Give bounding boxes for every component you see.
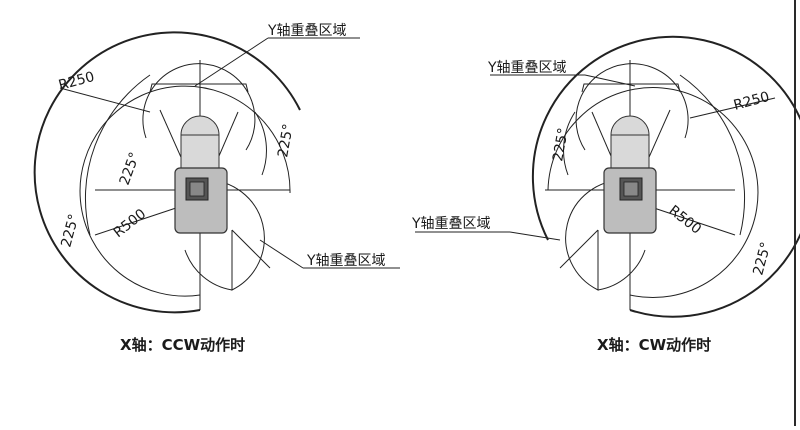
left-spiral-lower [184,249,233,291]
right-outer-arc [547,87,759,299]
left-leader-r250 [59,87,151,113]
right-diagram: Y轴重叠区域 Y轴重叠区域 R250 R500 225° 225° X轴：CW动… [411,35,800,354]
left-leader-top [194,37,269,87]
right-leader-top [584,74,636,87]
left-angle-outer: 225° [58,212,82,249]
right-spiral-lower [597,249,646,291]
right-arm-link [610,134,650,171]
left-angle-right: 225° [275,123,297,159]
right-robot-motor-core [623,181,639,197]
left-diagram: Y轴重叠区域 Y轴重叠区域 R250 R500 225° 225° 225° X… [33,23,400,354]
right-leader-left [509,231,561,241]
right-spiral-arc [565,179,626,291]
right-angle-inner: 225° [550,127,572,163]
left-radius-r250: R250 [57,69,96,94]
right-angle-outer: 225° [750,240,774,277]
left-robot-motor-core [189,181,205,197]
left-outer-boundary [33,31,301,314]
right-overlap-label-left: Y轴重叠区域 [411,216,491,232]
left-caption: X轴：CCW动作时 [120,336,245,354]
right-overlap-bracket [581,83,681,93]
left-leader-bottom [259,239,304,269]
left-radius-r500: R500 [111,206,150,241]
left-dimension-arc-outer [84,74,151,236]
right-overlap-label-top: Y轴重叠区域 [487,60,567,76]
right-radial-line-4 [559,229,599,269]
page-edge-border [794,0,796,426]
right-caption: X轴：CW动作时 [597,336,711,354]
left-overlap-bracket [149,83,249,93]
right-robot-arm [603,115,657,234]
left-dimension-arc-right [254,111,267,176]
right-radius-r250: R250 [732,89,771,114]
right-outer-boundary [531,35,800,318]
right-radius-r500: R500 [666,203,705,238]
right-inner-arc [575,63,689,151]
left-inner-arc [142,63,256,151]
left-overlap-label-bottom: Y轴重叠区域 [306,253,386,269]
left-arm-link [180,134,220,171]
left-overlap-label-top: Y轴重叠区域 [267,23,347,39]
right-dimension-arc-outer [679,74,746,236]
left-angle-inner: 225° [117,150,144,187]
left-radial-line-4 [231,229,271,269]
right-dimension-arc-left [563,111,576,176]
right-leader-r250 [689,97,776,119]
left-robot-arm [174,115,228,234]
